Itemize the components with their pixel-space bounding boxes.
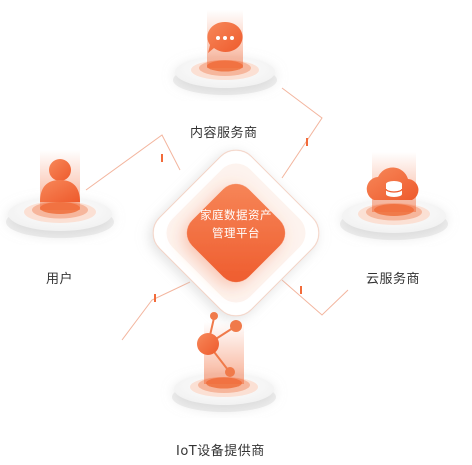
connector-lines	[85, 87, 349, 341]
connector-top-left	[85, 134, 181, 191]
center-title-line-2: 管理平台	[212, 226, 260, 240]
connector-marker	[300, 286, 302, 294]
connector-markers	[154, 138, 308, 302]
node-left	[6, 150, 114, 238]
label-content-provider: 内容服务商	[190, 126, 258, 141]
label-cloud-provider: 云服务商	[366, 272, 421, 287]
cloud-database-icon	[366, 167, 419, 200]
node-top	[173, 10, 277, 95]
connector-bottom-left	[121, 281, 191, 341]
user-icon	[40, 159, 80, 202]
chat-bubble-icon	[207, 21, 243, 53]
center-platform-title: 家庭数据资产 管理平台	[182, 206, 290, 242]
connector-marker	[154, 294, 156, 302]
connector-marker	[306, 138, 308, 146]
label-user: 用户	[46, 272, 74, 287]
node-bottom	[172, 312, 276, 412]
connector-marker	[161, 154, 163, 162]
center-core	[186, 183, 286, 283]
node-right	[340, 152, 448, 240]
label-iot-provider: IoT设备提供商	[176, 444, 265, 459]
connector-bottom-right	[281, 279, 349, 316]
network-nodes-icon	[197, 312, 242, 377]
connector-top-right	[281, 87, 323, 179]
center-platform	[152, 149, 320, 317]
center-title-line-1: 家庭数据资产	[200, 208, 272, 222]
